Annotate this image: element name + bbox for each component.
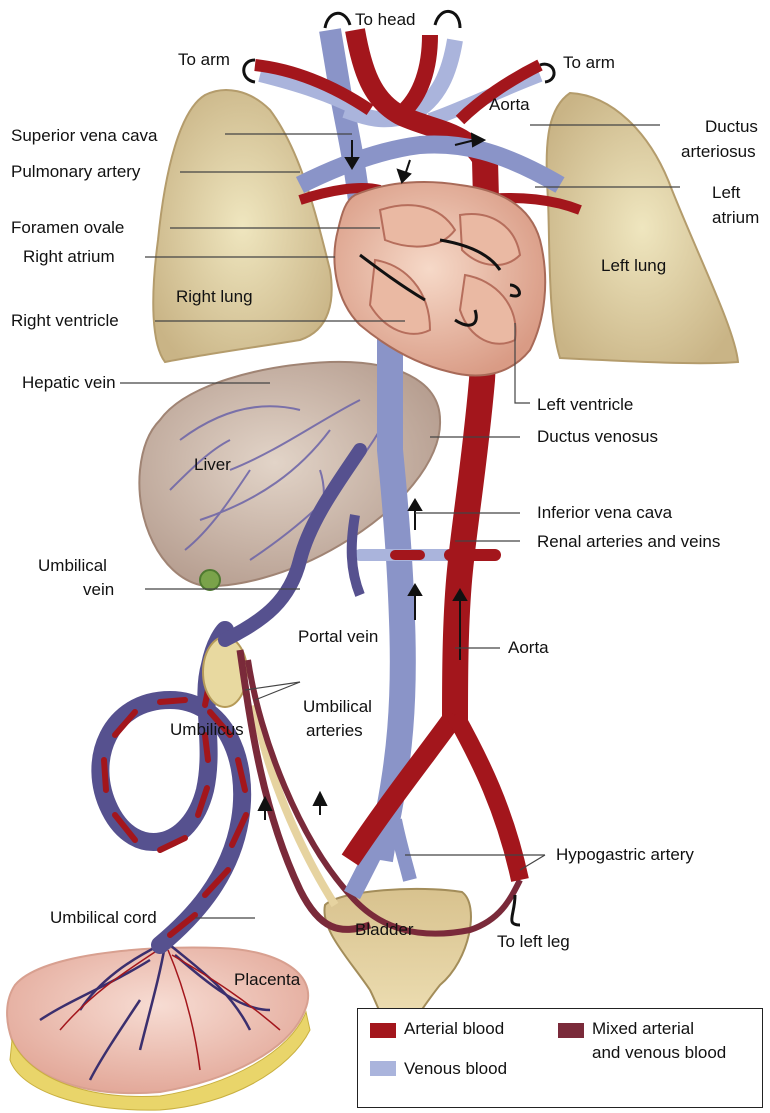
label-left-lung: Left lung xyxy=(601,256,666,276)
label-to-arm-right: To arm xyxy=(563,53,615,73)
label-ductus-arteriosus-2: arteriosus xyxy=(681,142,756,162)
label-hepatic-vein: Hepatic vein xyxy=(22,373,116,393)
label-left-ventricle: Left ventricle xyxy=(537,395,633,415)
label-right-lung: Right lung xyxy=(176,287,253,307)
label-to-arm-left: To arm xyxy=(178,50,230,70)
legend-swatch-mixed xyxy=(558,1023,584,1038)
label-liver: Liver xyxy=(194,455,231,475)
label-pulmonary-artery: Pulmonary artery xyxy=(11,162,140,182)
label-ductus-venosus: Ductus venosus xyxy=(537,427,658,447)
legend-label-mixed-1: Mixed arterial xyxy=(592,1019,694,1039)
label-inferior-vena-cava: Inferior vena cava xyxy=(537,503,672,523)
label-umbilical-arteries-1: Umbilical xyxy=(303,697,372,717)
legend-label-arterial: Arterial blood xyxy=(404,1019,504,1039)
label-aorta-lower: Aorta xyxy=(508,638,549,658)
label-bladder: Bladder xyxy=(355,920,414,940)
label-foramen-ovale: Foramen ovale xyxy=(11,218,124,238)
legend-label-venous: Venous blood xyxy=(404,1059,507,1079)
label-superior-vena-cava: Superior vena cava xyxy=(11,126,157,146)
label-portal-vein: Portal vein xyxy=(298,627,378,647)
label-hypogastric-artery: Hypogastric artery xyxy=(556,845,694,865)
label-umbilical-arteries-2: arteries xyxy=(306,721,363,741)
label-umbilical-cord: Umbilical cord xyxy=(50,908,157,928)
label-renal-arteries-veins: Renal arteries and veins xyxy=(537,532,720,552)
legend: Arterial blood Venous blood Mixed arteri… xyxy=(357,1008,763,1108)
heart xyxy=(334,182,545,376)
label-placenta: Placenta xyxy=(234,970,300,990)
gallbladder xyxy=(200,570,220,590)
label-right-ventricle: Right ventricle xyxy=(11,311,119,331)
label-umbilical-vein-2: vein xyxy=(83,580,114,600)
label-left-atrium-1: Left xyxy=(712,183,740,203)
label-left-atrium-2: atrium xyxy=(712,208,759,228)
label-right-atrium: Right atrium xyxy=(23,247,115,267)
label-to-left-leg: To left leg xyxy=(497,932,570,952)
label-umbilical-vein-1: Umbilical xyxy=(38,556,107,576)
label-umbilicus: Umbilicus xyxy=(170,720,244,740)
label-to-head: To head xyxy=(355,10,416,30)
legend-swatch-arterial xyxy=(370,1023,396,1038)
legend-swatch-venous xyxy=(370,1061,396,1076)
label-ductus-arteriosus-1: Ductus xyxy=(705,117,758,137)
legend-label-mixed-2: and venous blood xyxy=(592,1043,726,1063)
label-aorta-top: Aorta xyxy=(489,95,530,115)
pulmonary-trunk xyxy=(300,144,560,185)
